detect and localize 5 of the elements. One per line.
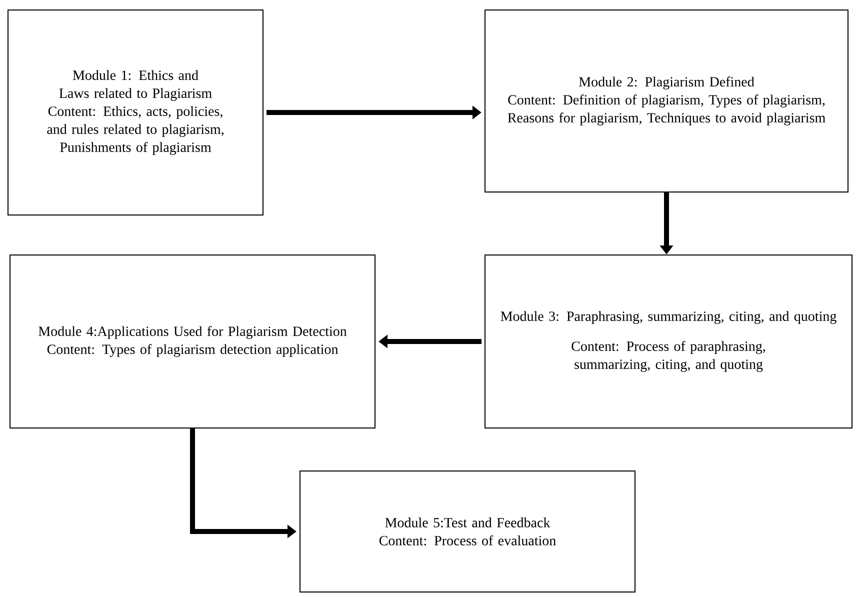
module-box: Module 3: Paraphrasing, summarizing, citing, and quoting Content: Process of paraphrasing, summarizing, citing, and quoting — [484, 254, 852, 428]
module-box: Module 5:Test and Feedback Content: Process of evaluation — [300, 470, 636, 592]
module-box: Module 2: Plagiarism Defined Content: Definition of plagiarism, Types of plagiarism, Reasons for plagiarism, Techniques to avoid plagiarism — [484, 10, 848, 192]
module-box: Module 4:Applications Used for Plagiarism Detection Content: Types of plagiarism detection application — [10, 254, 376, 428]
module-box: Module 1: Ethics and Laws related to Plagiarism Content: Ethics, acts, policies, and rules related to plagiarism, Punishments of plagiarism — [8, 10, 264, 216]
